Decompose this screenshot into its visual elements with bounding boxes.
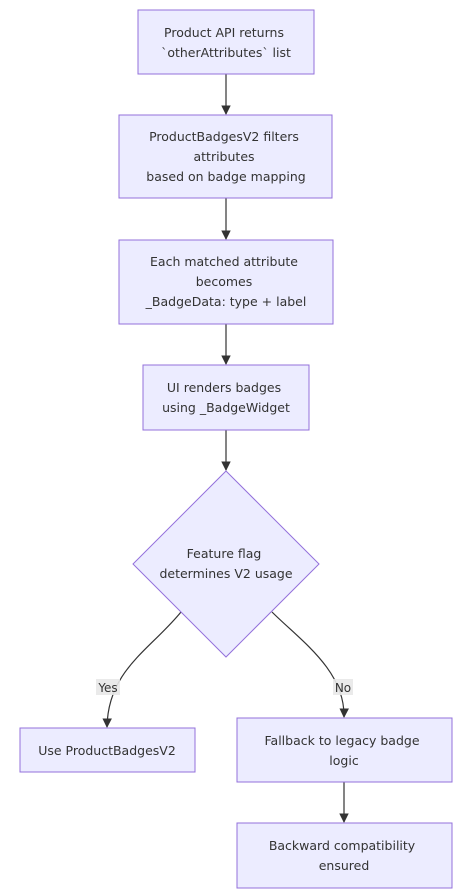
node-filter-line-1: ProductBadgesV2 filters: [149, 129, 299, 144]
svg-text:Product API returns `oth: Product API returns `otherAttributes` li…: [161, 25, 291, 60]
svg-text:Fallback to legacy badge: Fallback to legacy badge logic: [265, 733, 424, 768]
edge-flag-to-use-v2: [102, 611, 182, 728]
node-render-line-2: using _BadgeWidget: [162, 400, 290, 415]
node-feature-flag-decision: Feature flag determines V2 usage: [132, 470, 320, 658]
node-fallback-line-2: logic: [329, 753, 359, 768]
node-badge-data: Each matched attribute becomes _BadgeDat…: [118, 239, 334, 325]
node-flag-line-1: Feature flag: [187, 546, 262, 561]
node-badge-data-line-3: _BadgeData: type + label: [145, 294, 307, 309]
node-product-api: Product API returns `otherAttributes` li…: [137, 9, 315, 75]
svg-text:UI renders badges using: UI renders badges using _BadgeWidget: [162, 380, 290, 415]
svg-text:Feature flag determines: Feature flag determines V2 usage: [159, 546, 292, 581]
edge-label-no: No: [333, 679, 353, 695]
edge-flag-to-fallback: [271, 611, 349, 718]
node-filter-attributes: ProductBadgesV2 filters attributes based…: [118, 114, 333, 199]
node-flag-line-2: determines V2 usage: [159, 566, 292, 581]
node-ui-renders: UI renders badges using _BadgeWidget: [142, 364, 310, 431]
svg-text:Use ProductBadgesV2: Use ProductBadgesV2: [38, 743, 176, 758]
svg-text:Backward compatibility e: Backward compatibility ensured: [269, 838, 419, 873]
node-product-api-line-2: `otherAttributes` list: [161, 45, 291, 60]
node-compat-line-1: Backward compatibility: [269, 838, 416, 853]
yes-label: Yes: [97, 681, 117, 695]
node-badge-data-line-1: Each matched attribute: [150, 254, 298, 269]
node-filter-line-2: attributes: [193, 149, 254, 164]
node-use-v2-line-1: Use ProductBadgesV2: [38, 743, 176, 758]
node-render-line-1: UI renders badges: [167, 380, 281, 395]
node-product-api-line-1: Product API returns: [164, 25, 284, 40]
node-compat-line-2: ensured: [319, 858, 370, 873]
node-backward-compat: Backward compatibility ensured: [236, 822, 453, 889]
node-badge-data-line-2: becomes: [196, 274, 253, 289]
edge-label-yes: Yes: [96, 679, 120, 695]
node-fallback-line-1: Fallback to legacy badge: [265, 733, 420, 748]
node-use-v2: Use ProductBadgesV2: [19, 727, 196, 773]
node-fallback-legacy: Fallback to legacy badge logic: [236, 717, 453, 783]
node-filter-line-3: based on badge mapping: [146, 169, 305, 184]
svg-text:Each matched attribute b: Each matched attribute becomes _BadgeDat…: [145, 254, 307, 309]
no-label: No: [335, 681, 351, 695]
svg-text:ProductBadgesV2 filters: ProductBadgesV2 filters attributes based…: [146, 129, 305, 184]
